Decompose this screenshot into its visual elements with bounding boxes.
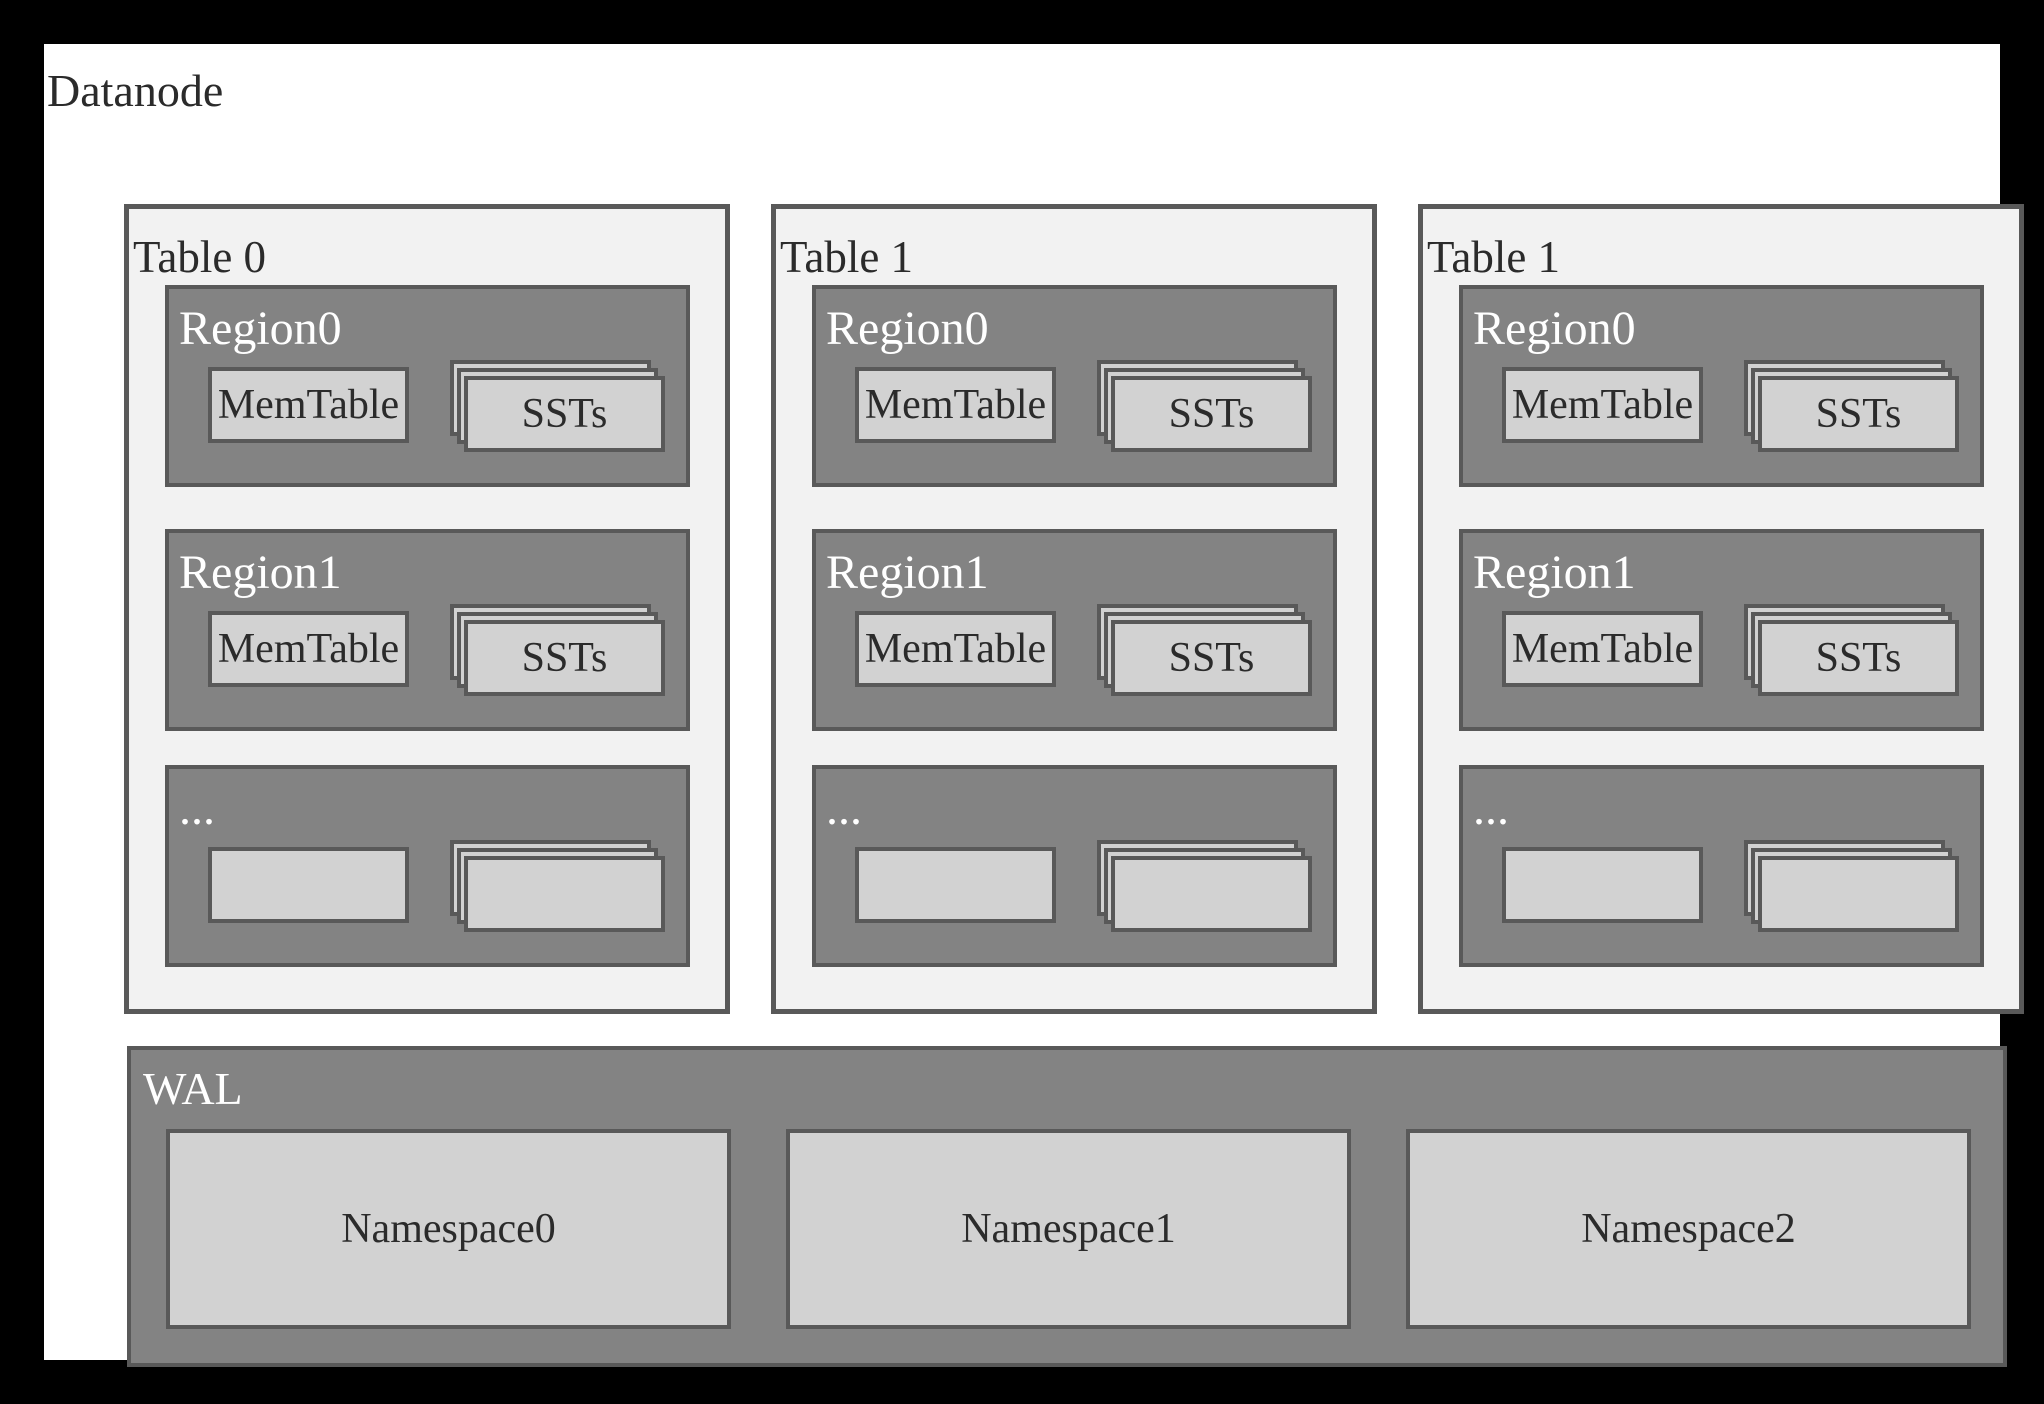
memtable-box: MemTable [1502, 367, 1703, 443]
memtable-box [1502, 847, 1703, 923]
memtable-box: MemTable [208, 611, 409, 687]
region-box-0: Region0 MemTable SSTs [812, 285, 1337, 487]
namespace-label: Namespace1 [961, 1206, 1176, 1252]
region-box-0: Region0 MemTable SSTs [1459, 285, 1984, 487]
memtable-label: MemTable [864, 382, 1047, 428]
namespace-box-1: Namespace1 [786, 1129, 1351, 1329]
region-label: Region1 [826, 546, 989, 599]
memtable-box [208, 847, 409, 923]
region-label: ... [1473, 782, 1509, 835]
memtable-box: MemTable [855, 367, 1056, 443]
memtable-label: MemTable [217, 626, 400, 672]
region-box-ellipsis: ... [1459, 765, 1984, 967]
region-box-1: Region1 MemTable SSTs [165, 529, 690, 731]
region-box-ellipsis: ... [165, 765, 690, 967]
sst-card-front [1111, 856, 1312, 932]
ssts-label: SSTs [521, 635, 608, 681]
region-label: Region0 [1473, 302, 1636, 355]
table-box-1: Table 1 Region0 MemTable SSTs Region1 Me… [771, 204, 1377, 1014]
sst-card-front [1758, 856, 1959, 932]
memtable-label: MemTable [1511, 382, 1694, 428]
region-box-ellipsis: ... [812, 765, 1337, 967]
namespace-label: Namespace2 [1581, 1206, 1796, 1252]
table-box-2: Table 1 Region0 MemTable SSTs Region1 Me… [1418, 204, 2024, 1014]
table-box-0: Table 0 Region0 MemTable SSTs Region1 Me… [124, 204, 730, 1014]
sst-card-front: SSTs [1758, 620, 1959, 696]
ssts-label: SSTs [1815, 391, 1902, 437]
memtable-box: MemTable [855, 611, 1056, 687]
region-label: ... [826, 782, 862, 835]
sst-card-front: SSTs [1111, 620, 1312, 696]
page-title: Datanode [47, 65, 224, 116]
region-box-1: Region1 MemTable SSTs [1459, 529, 1984, 731]
memtable-box: MemTable [1502, 611, 1703, 687]
memtable-label: MemTable [217, 382, 400, 428]
sst-card-front: SSTs [464, 620, 665, 696]
ssts-label: SSTs [1168, 391, 1255, 437]
ssts-label: SSTs [1168, 635, 1255, 681]
region-box-0: Region0 MemTable SSTs [165, 285, 690, 487]
ssts-label: SSTs [1815, 635, 1902, 681]
wal-label: WAL [143, 1063, 243, 1114]
region-label: Region1 [1473, 546, 1636, 599]
table-label: Table 1 [1427, 232, 1561, 282]
region-box-1: Region1 MemTable SSTs [812, 529, 1337, 731]
sst-card-front: SSTs [464, 376, 665, 452]
region-label: ... [179, 782, 215, 835]
sst-card-front: SSTs [1758, 376, 1959, 452]
namespace-box-0: Namespace0 [166, 1129, 731, 1329]
region-label: Region0 [826, 302, 989, 355]
namespace-box-2: Namespace2 [1406, 1129, 1971, 1329]
table-label: Table 1 [780, 232, 914, 282]
memtable-label: MemTable [864, 626, 1047, 672]
memtable-label: MemTable [1511, 626, 1694, 672]
memtable-box [855, 847, 1056, 923]
datanode-panel: Datanode Table 0 Region0 MemTable SSTs R… [44, 44, 2024, 1367]
memtable-box: MemTable [208, 367, 409, 443]
sst-card-front: SSTs [1111, 376, 1312, 452]
ssts-label: SSTs [521, 391, 608, 437]
wal-box: WAL Namespace0 Namespace1 Namespace2 [127, 1046, 2007, 1367]
region-label: Region1 [179, 546, 342, 599]
region-label: Region0 [179, 302, 342, 355]
table-label: Table 0 [133, 232, 267, 282]
namespace-label: Namespace0 [341, 1206, 556, 1252]
sst-card-front [464, 856, 665, 932]
